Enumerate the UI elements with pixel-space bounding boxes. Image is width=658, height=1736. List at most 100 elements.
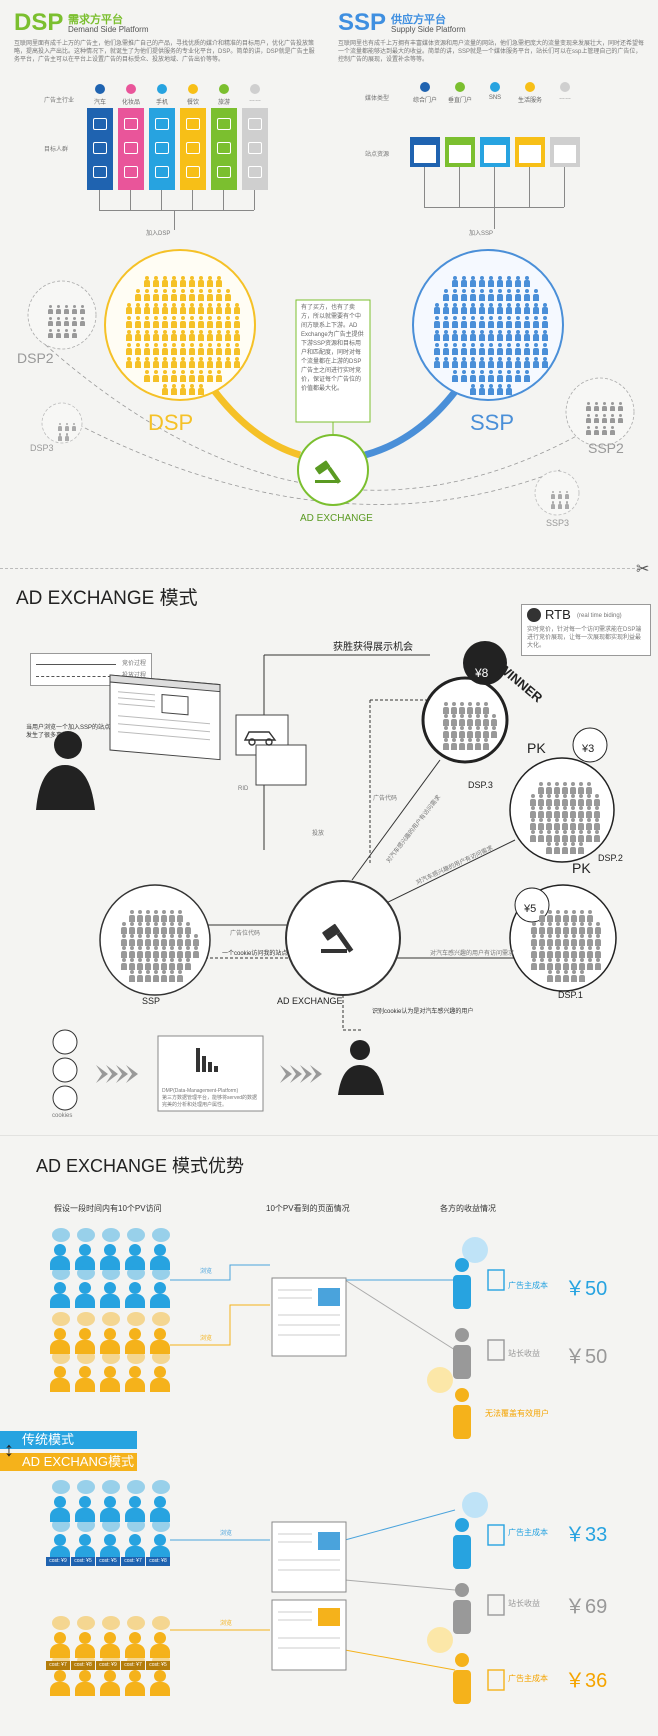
- adv-col3: 各方的收益情况: [440, 1204, 496, 1213]
- person-head-icon: [543, 329, 547, 334]
- person-body-icon: [488, 388, 494, 395]
- person-head-icon: [489, 275, 493, 280]
- person-body-icon: [185, 962, 191, 970]
- person-head-icon: [163, 329, 167, 334]
- legend-deliver: 投放过程: [122, 673, 147, 679]
- cookie-chart-icon: [52, 1057, 78, 1083]
- person-body-icon: [56, 332, 61, 339]
- person-body-icon: [145, 914, 151, 922]
- link-adx-dsp2: [371, 839, 516, 911]
- person-head-icon: [129, 1282, 141, 1294]
- category-icon: [95, 84, 105, 94]
- person-body-icon: [180, 293, 186, 301]
- section-divider: [0, 568, 640, 569]
- person-head-icon: [556, 958, 560, 962]
- pk-bottom: PK: [572, 860, 591, 876]
- person-body-icon: [144, 280, 150, 287]
- person-body-icon: [72, 320, 77, 327]
- person-body-icon: [144, 293, 150, 301]
- person-head-icon: [548, 922, 552, 926]
- person-body-icon: [571, 914, 577, 922]
- person-head-icon: [579, 782, 583, 786]
- person-body-icon: [56, 320, 61, 327]
- person-body-icon: [225, 307, 231, 314]
- person-head-icon: [186, 946, 190, 950]
- person-body-icon: [126, 307, 132, 314]
- person-head-icon: [444, 356, 448, 361]
- person-body-icon: [153, 280, 159, 287]
- person-body-icon: [618, 417, 623, 424]
- person-body-icon: [100, 1256, 120, 1270]
- person-body-icon: [483, 706, 489, 714]
- visitor-note: 当用户浏览一个加入SSP的站点时，其实发生了很多事情~: [26, 725, 135, 739]
- person-head-icon: [146, 910, 150, 914]
- person-body-icon: [554, 822, 560, 830]
- person-head-icon: [555, 818, 559, 822]
- trad-yellow-line: [170, 1304, 270, 1346]
- person-head-icon: [435, 316, 439, 320]
- person-body-icon: [515, 307, 521, 314]
- person-body-icon: [488, 374, 494, 382]
- person-body-icon: [121, 962, 127, 970]
- person-head-icon: [476, 726, 480, 730]
- dsp-cn-title: 需求方平台: [68, 14, 123, 26]
- person-head-icon: [516, 302, 520, 307]
- dsp3-circle: [41, 402, 83, 444]
- person-body-icon: [126, 347, 132, 355]
- person-body-icon: [506, 307, 512, 314]
- person-head-icon: [162, 946, 166, 950]
- person-body-icon: [470, 307, 476, 314]
- person-head-icon: [610, 402, 614, 406]
- person-body-icon: [162, 320, 168, 328]
- person-body-icon: [150, 1340, 170, 1354]
- view-label: 浏览: [200, 1336, 213, 1342]
- person-head-icon: [551, 490, 555, 494]
- person-head-icon: [130, 946, 134, 950]
- person-head-icon: [563, 782, 567, 786]
- person-head-icon: [154, 316, 158, 320]
- thought-bubble-icon: [77, 1350, 95, 1364]
- person-body-icon: [169, 926, 175, 934]
- person-head-icon: [579, 818, 583, 822]
- person-body-icon: [234, 334, 240, 341]
- person-body-icon: [538, 834, 544, 842]
- person-body-icon: [586, 822, 592, 830]
- column-label: 化妆品: [121, 100, 140, 106]
- person-body-icon: [579, 914, 585, 922]
- person-head-icon: [547, 830, 551, 834]
- person-head-icon: [462, 356, 466, 361]
- person-body-icon: [563, 974, 569, 982]
- person-head-icon: [235, 343, 239, 347]
- person-head-icon: [54, 1534, 66, 1546]
- person-body-icon: [488, 361, 494, 368]
- person-head-icon: [80, 305, 84, 309]
- person-body-icon: [153, 962, 159, 970]
- category-column: [87, 108, 113, 190]
- gavel-icon: [315, 460, 342, 484]
- person-head-icon: [136, 343, 140, 347]
- person-head-icon: [571, 794, 575, 798]
- person-head-icon: [468, 738, 472, 742]
- person-body-icon: [539, 962, 545, 970]
- person-head-icon: [572, 970, 576, 974]
- person-head-icon: [556, 970, 560, 974]
- person-body-icon: [50, 1294, 70, 1308]
- person-head-icon: [484, 714, 488, 718]
- person-head-icon: [72, 422, 76, 426]
- person-head-icon: [588, 946, 592, 950]
- person-head-icon: [489, 329, 493, 334]
- person-body-icon: [475, 706, 481, 714]
- person-head-icon: [186, 958, 190, 962]
- person-body-icon: [48, 308, 53, 315]
- person-head-icon: [186, 934, 190, 938]
- person-body-icon: [461, 320, 467, 328]
- ssp-cn-title: 供应方平台: [391, 14, 446, 26]
- person-body-icon: [479, 280, 485, 287]
- person-head-icon: [540, 910, 544, 914]
- person-body-icon: [562, 822, 568, 830]
- person-head-icon: [564, 970, 568, 974]
- person-body-icon: [547, 962, 553, 970]
- person-head-icon: [498, 289, 502, 293]
- person-body-icon: [72, 425, 77, 431]
- ssp-title: SSP: [338, 9, 387, 36]
